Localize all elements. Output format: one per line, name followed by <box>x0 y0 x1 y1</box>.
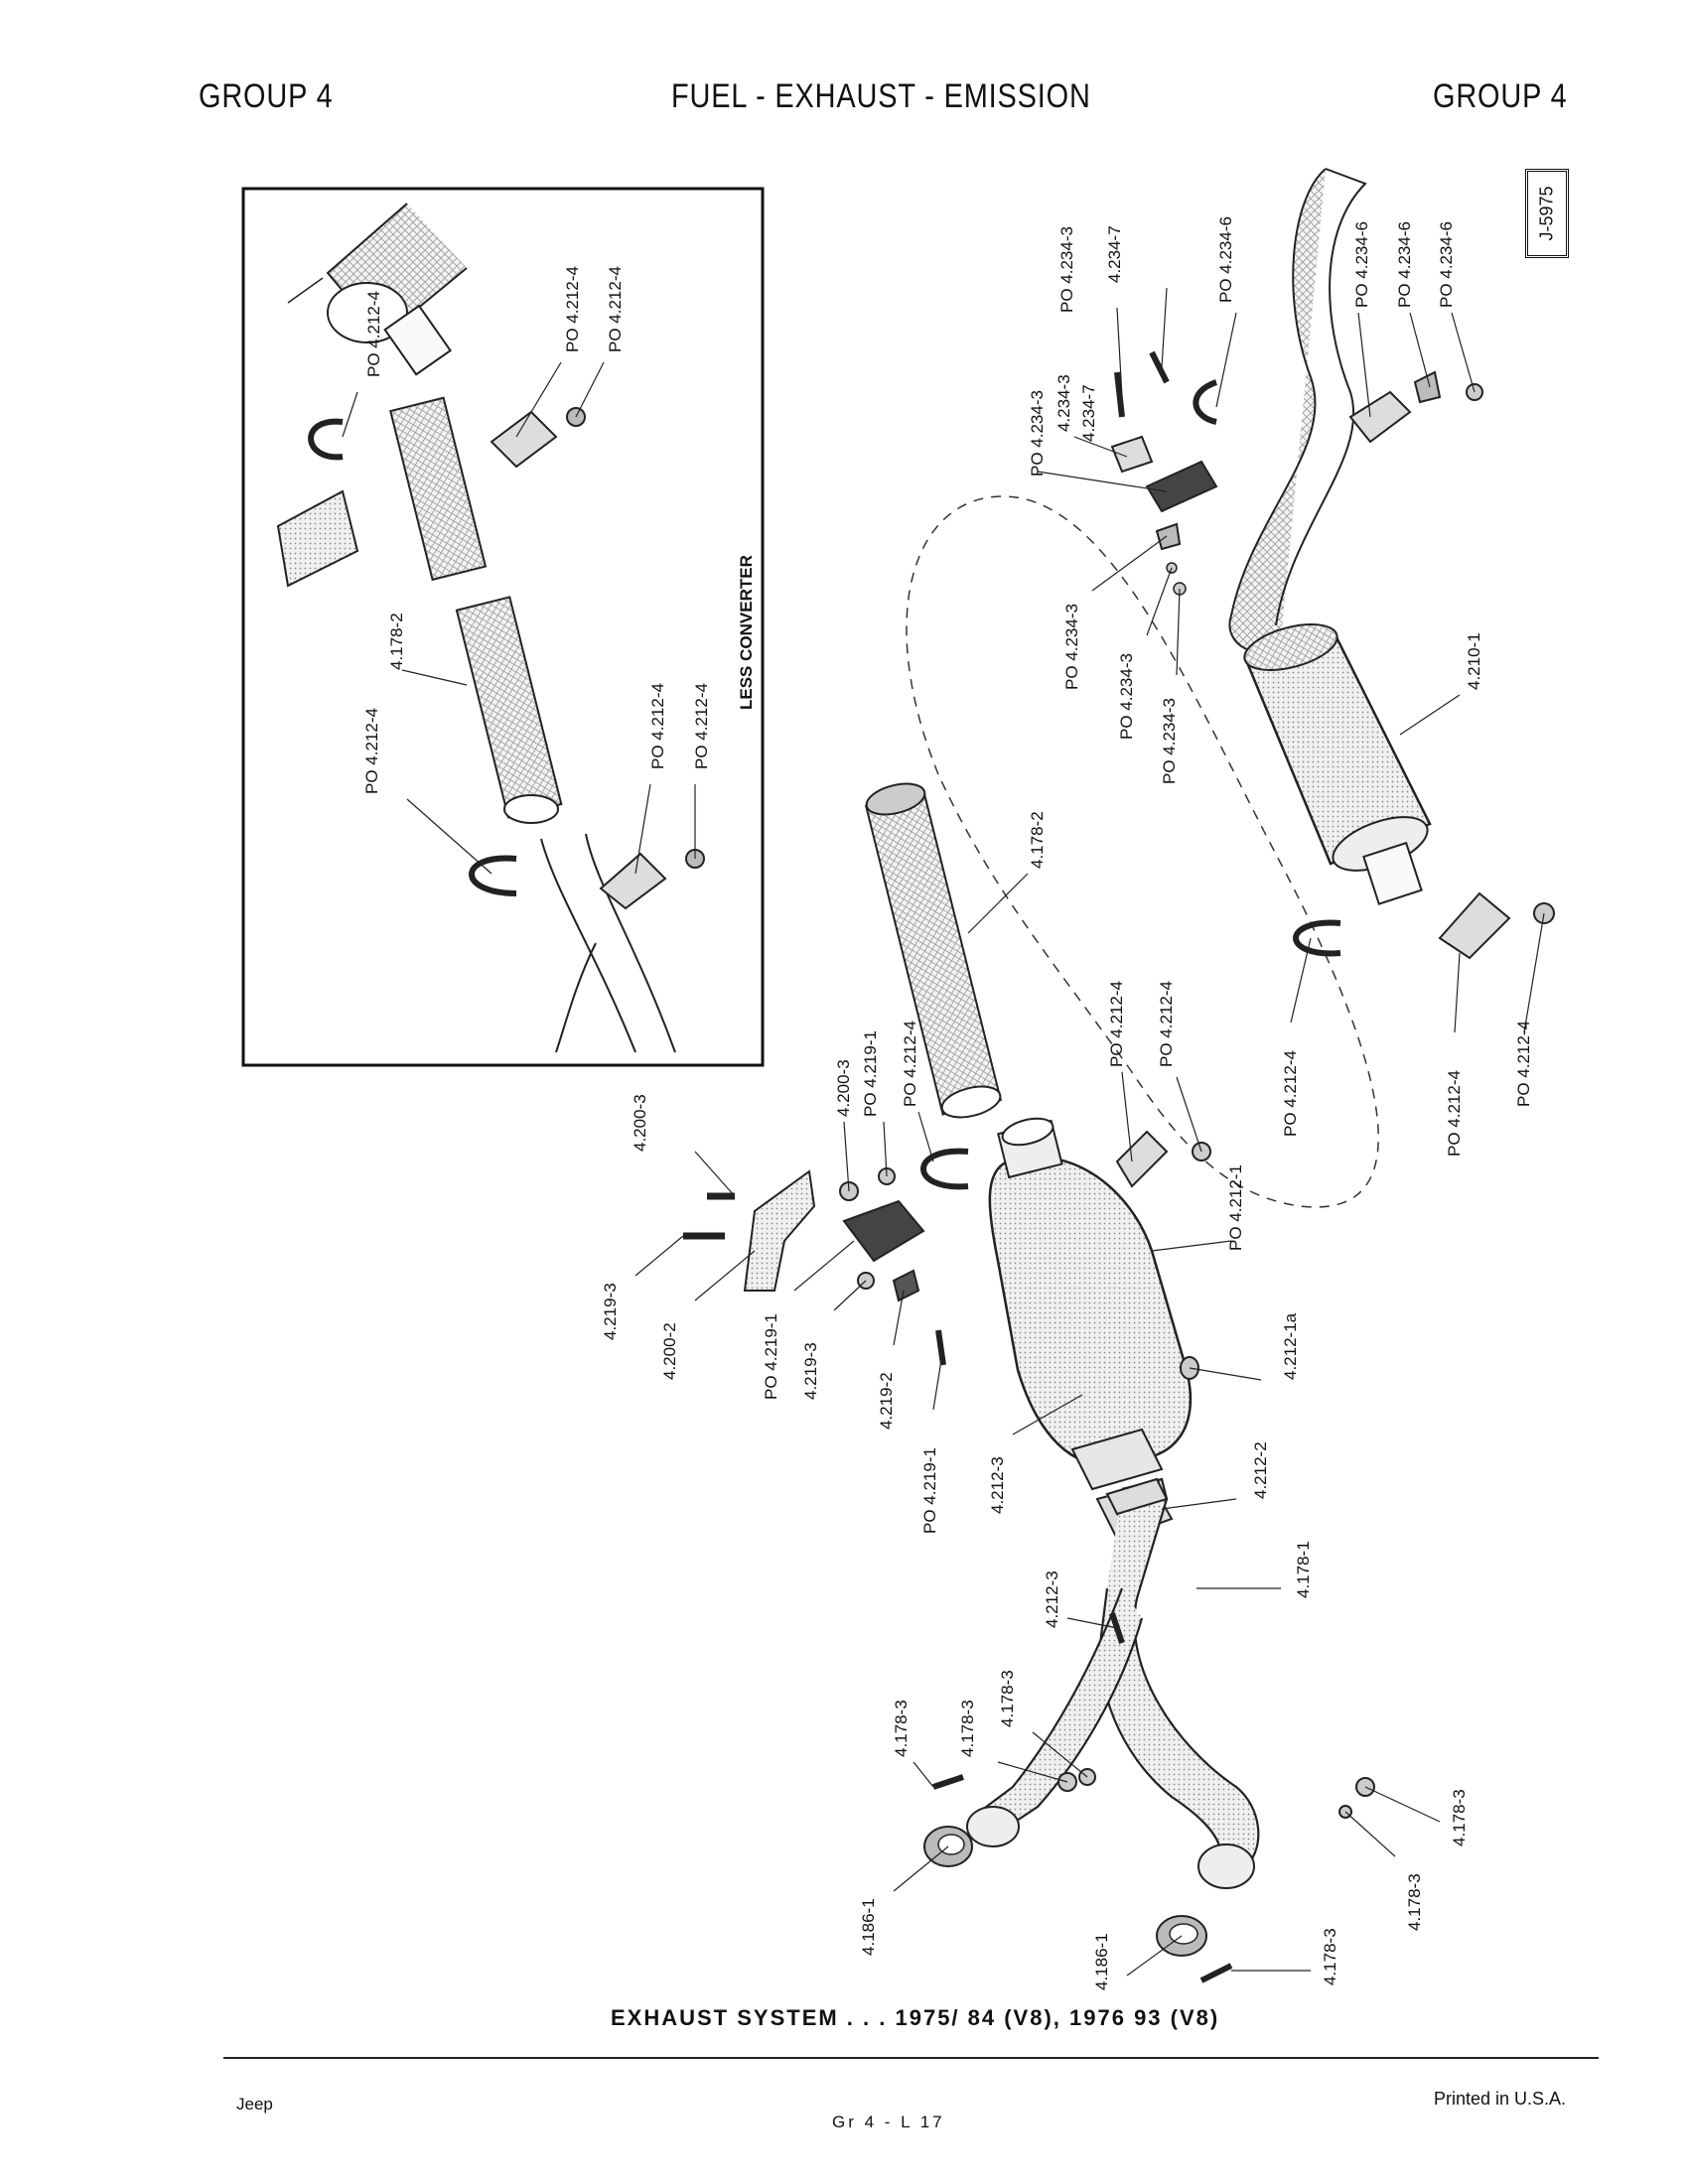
inset-label-pipe: 4.178-2 <box>387 613 406 670</box>
hanger-plate-icon <box>1155 522 1182 551</box>
inset-bracket-icon <box>276 489 359 588</box>
label-muffler-nut: PO 4.212-4 <box>1514 1021 1533 1107</box>
hanger-insulator-icon <box>1145 460 1218 513</box>
converter-saddle-icon <box>1115 1130 1169 1188</box>
label-insulator-nut: 4.219-3 <box>801 1342 820 1400</box>
leader-lines <box>342 287 1545 1977</box>
footer-rule <box>223 2057 1599 2059</box>
tail-clamp-icon <box>1348 390 1412 444</box>
label-bracket-bolt: 4.219-3 <box>601 1283 620 1340</box>
label-hanger-screw: 4.234-7 <box>1105 225 1124 283</box>
label-hanger-ubolt: PO 4.234-6 <box>1216 216 1235 303</box>
label-left-stud: 4.178-3 <box>892 1700 911 1757</box>
label-y-pipe: 4.178-1 <box>1294 1541 1313 1598</box>
label-gasket: 4.212-2 <box>1251 1441 1270 1499</box>
label-muffler-ubolt: PO 4.212-4 <box>1281 1050 1300 1137</box>
label-tail-saddle: PO 4.234-6 <box>1395 221 1414 308</box>
label-muffler-clamp: PO 4.212-4 <box>1445 1070 1464 1157</box>
label-converter: PO 4.212-1 <box>1226 1164 1245 1251</box>
label-conv-ubolt: PO 4.212-4 <box>901 1021 919 1107</box>
insulator-plate-icon <box>892 1269 920 1302</box>
label-flange-stud: 4.212-3 <box>988 1456 1007 1514</box>
label-tail-clamp: PO 4.234-6 <box>1352 221 1371 308</box>
label-tail-nut: PO 4.234-6 <box>1437 221 1456 308</box>
inset-clamp-bottom-icon <box>599 852 667 910</box>
tail-saddle-icon <box>1413 370 1442 404</box>
figure-caption: EXHAUST SYSTEM . . . 1975/ 84 (V8), 1976… <box>611 2005 1220 2030</box>
inset-label-nut-top: PO 4.212-4 <box>606 266 625 352</box>
label-left-seal: 4.186-1 <box>859 1898 878 1956</box>
inset-y-pipe-icon <box>540 833 676 1053</box>
inset-label-nut-bottom: PO 4.212-4 <box>692 683 711 769</box>
figure-code-box: J-5975 <box>1525 169 1569 258</box>
label-plug: 4.212-1a <box>1281 1312 1300 1380</box>
hanger-ubolt-icon <box>1193 379 1218 425</box>
label-hanger-bracket-a: 4.234-3 <box>1055 374 1073 432</box>
insulator-bolt-icon <box>935 1329 946 1366</box>
inset-label-clamp-bottom: PO 4.212-4 <box>648 683 667 769</box>
label-right-nut-a: 4.178-3 <box>1450 1789 1469 1846</box>
inset-title: LESS CONVERTER <box>737 555 756 710</box>
label-left-nut-b: 4.178-3 <box>998 1670 1017 1727</box>
label-insulator-plate: 4.219-2 <box>877 1372 896 1430</box>
inset-frame <box>241 187 765 1067</box>
label-hanger-bolt-a: PO 4.234-3 <box>1028 390 1047 477</box>
label-bracket-bolt-top: 4.200-3 <box>631 1094 649 1152</box>
label-hanger-bracket-b: PO 4.234-3 <box>1057 226 1076 313</box>
intermediate-pipe-icon <box>864 782 1003 1119</box>
inset-pipe-upper-icon <box>389 396 488 582</box>
label-left-nut-a: 4.178-3 <box>958 1700 977 1757</box>
label-insulator-bolt: PO 4.219-1 <box>920 1447 939 1534</box>
label-hanger-nut: PO 4.234-3 <box>1160 698 1179 784</box>
label-right-seal: 4.186-1 <box>1092 1933 1111 1990</box>
muffler-clamp-icon <box>1438 891 1511 960</box>
footer-brand: Jeep <box>236 2095 273 2114</box>
right-stud-icon <box>1199 1963 1233 1983</box>
label-bracket-insulator-nut: PO 4.219-1 <box>861 1030 880 1117</box>
label-hanger-plate: PO 4.234-3 <box>1062 604 1081 690</box>
group-label-right: GROUP 4 <box>1433 77 1568 115</box>
section-title: FUEL - EXHAUST - EMISSION <box>671 77 1091 115</box>
group-label-left: GROUP 4 <box>199 77 334 115</box>
muffler-ubolt-icon <box>1293 919 1341 957</box>
label-muffler: 4.210-1 <box>1465 632 1483 690</box>
insulator-icon <box>842 1199 925 1263</box>
inset-label-ubolt-top: PO 4.212-4 <box>364 291 383 377</box>
inset-label-ubolt-bottom: PO 4.212-4 <box>362 708 381 794</box>
footer-page-ref: Gr 4 - L 17 <box>832 2113 945 2131</box>
inset-clamp-top-icon <box>490 410 558 469</box>
label-flange-bolt: 4.212-3 <box>1043 1570 1061 1628</box>
y-pipe-icon <box>966 1477 1260 1889</box>
hanger-bolt-icon <box>1114 371 1125 418</box>
label-bracket: 4.200-2 <box>660 1322 679 1380</box>
muffler-icon <box>1243 623 1432 905</box>
tailpipe-icon <box>1228 168 1327 653</box>
inset-label-clamp-top: PO 4.212-4 <box>563 266 582 352</box>
label-intermediate-pipe: 4.178-2 <box>1028 811 1047 869</box>
label-insulator: PO 4.219-1 <box>762 1313 780 1400</box>
left-stud-icon <box>932 1774 964 1790</box>
label-conv-nut: PO 4.212-4 <box>1157 981 1176 1067</box>
inset-ubolt-top-icon <box>308 418 344 461</box>
inset-muffler-icon <box>287 203 468 376</box>
footer-printed: Printed in U.S.A. <box>1434 2089 1567 2109</box>
converter-icon <box>988 1117 1193 1491</box>
label-hanger-washer: PO 4.234-3 <box>1117 653 1136 740</box>
label-right-nut-b: 4.178-3 <box>1405 1873 1424 1931</box>
label-right-stud: 4.178-3 <box>1321 1928 1339 1985</box>
hanger-bracket-icon <box>1110 435 1154 474</box>
hanger-screw-icon <box>1149 350 1170 384</box>
inset-pipe-lower-icon <box>455 596 563 824</box>
bracket-icon <box>743 1169 816 1292</box>
label-bracket-nut: 4.200-3 <box>834 1059 853 1117</box>
label-conv-saddle: PO 4.212-4 <box>1107 981 1126 1067</box>
converter-ubolt-icon <box>920 1148 969 1190</box>
label-hanger-bolt-b: 4.234-7 <box>1079 384 1098 442</box>
inset-ubolt-bottom-icon <box>469 855 517 896</box>
